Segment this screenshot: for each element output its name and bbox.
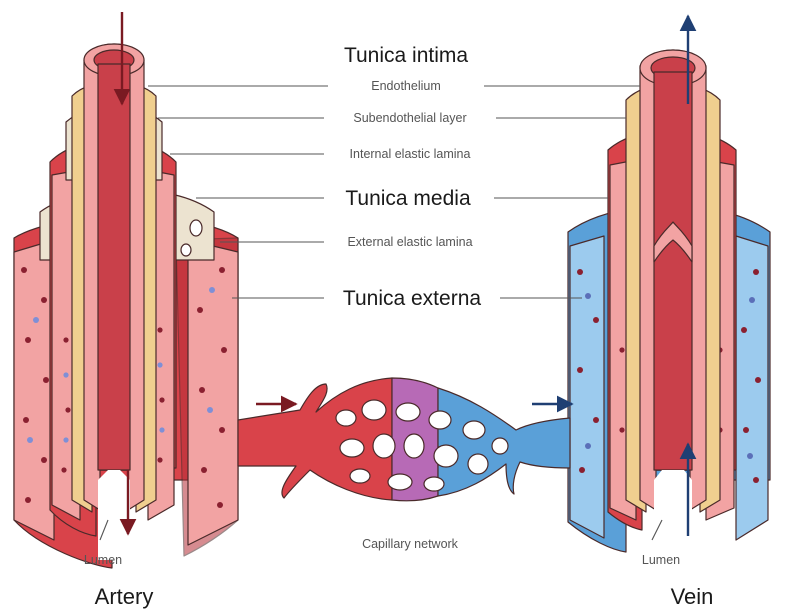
label-subendothelial-layer: Subendothelial layer (353, 111, 466, 125)
label-external-elastic-lamina: External elastic lamina (347, 235, 472, 249)
label-vein: Vein (671, 584, 714, 609)
capillary-network-illustration (238, 378, 570, 501)
label-artery: Artery (95, 584, 154, 609)
vein-illustration (568, 50, 770, 560)
label-tunica-intima: Tunica intima (344, 44, 468, 67)
label-lumen-vein: Lumen (642, 553, 680, 567)
label-lumen-artery: Lumen (84, 553, 122, 567)
label-endothelium: Endothelium (371, 79, 441, 93)
label-tunica-media: Tunica media (345, 187, 471, 210)
artery-illustration (14, 44, 238, 568)
label-internal-elastic-lamina: Internal elastic lamina (350, 147, 471, 161)
label-capillary-network: Capillary network (362, 537, 459, 551)
label-tunica-externa: Tunica externa (343, 287, 481, 310)
